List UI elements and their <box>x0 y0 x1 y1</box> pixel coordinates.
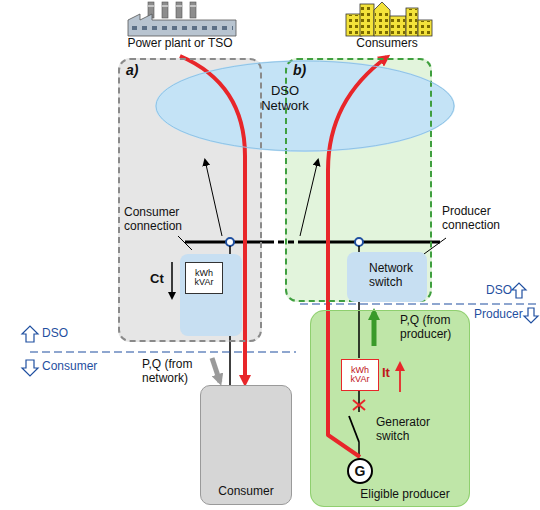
node-text: kWh kVAr <box>342 366 378 385</box>
flow-label: P,Q (from producer) <box>400 314 466 342</box>
energy-meter: kWh kVAr <box>185 262 223 294</box>
node-text: b) <box>293 62 306 78</box>
city-icon <box>346 2 432 36</box>
flow-arrow <box>212 358 220 382</box>
node-text: a) <box>126 62 138 78</box>
node-text: G <box>355 463 366 479</box>
region-box: a)Consumer connectionkWh kVAr <box>118 58 262 342</box>
shape-fill <box>310 310 470 507</box>
generator-circle: G <box>347 458 373 484</box>
energy-meter: kWh kVAr <box>341 359 379 391</box>
source-label-box: Power plant or TSO <box>100 37 260 54</box>
current-label: Ct <box>150 272 164 287</box>
node-text: Consumers <box>337 37 437 51</box>
network-ellipse: DSO Network <box>155 60 455 152</box>
flow-arrow <box>372 312 377 346</box>
node-text: Network switch <box>369 262 425 290</box>
ownership-boundary <box>22 283 540 376</box>
node-text: Producer connection <box>442 205 538 233</box>
region-box: b) Producer connectionNetwork switch <box>285 58 432 302</box>
boundary-label: Producer <box>474 308 523 322</box>
boundary-label: DSO <box>42 327 68 341</box>
boundary-label: Consumer <box>42 360 97 374</box>
node-text: Power plant or TSO <box>100 37 260 51</box>
current-arrow <box>399 364 401 392</box>
flow-label: P,Q (from network) <box>142 358 206 386</box>
node-text: Eligible producer <box>311 488 469 502</box>
connection-box: Consumer connectionkWh kVAr <box>180 254 242 336</box>
current-label: It <box>382 366 390 381</box>
node-text: Consumer connection <box>124 206 198 234</box>
load-label-box: Consumers <box>337 37 437 54</box>
node-text: Consumer <box>201 485 291 499</box>
connection-box: Producer connectionNetwork switch <box>347 252 427 302</box>
shape-fill <box>155 60 455 152</box>
boundary-label: DSO <box>486 284 512 298</box>
node-text: kWh kVAr <box>186 269 222 288</box>
switch-label: Generator switch <box>376 416 458 444</box>
power-flow-arrow <box>180 56 245 383</box>
node-text: DSO Network <box>253 84 317 114</box>
consumer-box: Consumer <box>200 385 292 505</box>
power-plant-icon <box>128 2 236 36</box>
